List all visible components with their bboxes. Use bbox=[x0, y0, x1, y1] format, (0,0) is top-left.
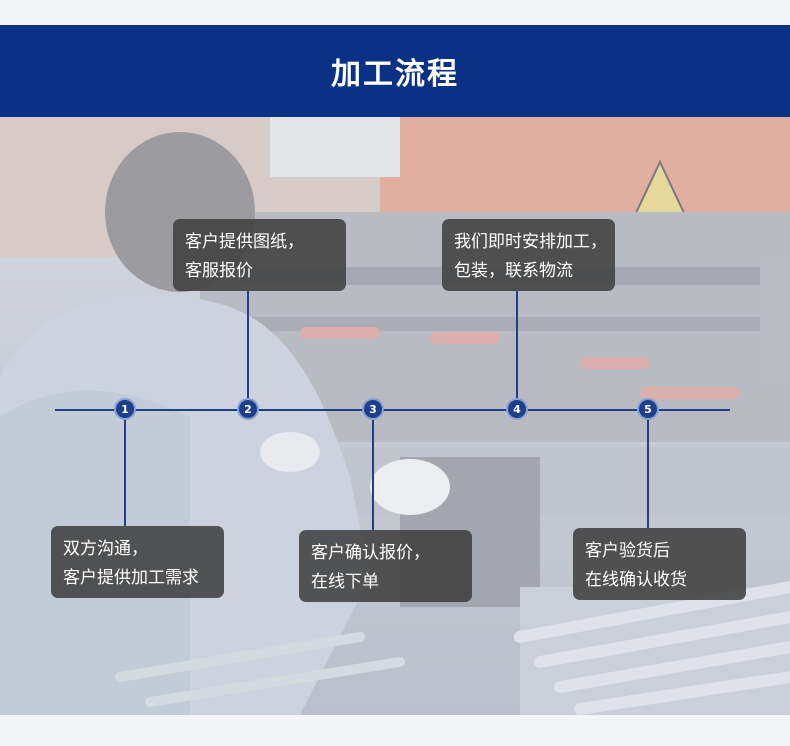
step-box-4: 我们即时安排加工， 包装，联系物流 bbox=[442, 219, 615, 291]
title-banner: 加工流程 bbox=[0, 25, 790, 117]
step-4-line1: 我们即时安排加工， bbox=[454, 232, 607, 252]
step-box-1: 双方沟通， 客户提供加工需求 bbox=[51, 526, 224, 598]
step-box-3: 客户确认报价， 在线下单 bbox=[299, 530, 472, 602]
step-node-5: 5 bbox=[637, 398, 659, 420]
background-photo: ! bbox=[0, 117, 790, 715]
step-box-5: 客户验货后 在线确认收货 bbox=[573, 528, 746, 600]
step-5-line1: 客户验货后 bbox=[585, 541, 670, 561]
bottom-strip bbox=[0, 715, 790, 746]
step-box-2: 客户提供图纸， 客服报价 bbox=[173, 219, 346, 291]
step-node-1: 1 bbox=[114, 398, 136, 420]
step-node-3: 3 bbox=[362, 398, 384, 420]
step-2-line1: 客户提供图纸， bbox=[185, 232, 304, 252]
factory-illustration: ! bbox=[0, 117, 790, 715]
step-2-line2: 客服报价 bbox=[185, 261, 253, 281]
step-node-4: 4 bbox=[506, 398, 528, 420]
step-4-line2: 包装，联系物流 bbox=[454, 261, 573, 281]
step-1-line2: 客户提供加工需求 bbox=[63, 568, 199, 588]
connector-4 bbox=[516, 291, 518, 409]
connector-2 bbox=[247, 291, 249, 409]
step-3-line2: 在线下单 bbox=[311, 572, 379, 592]
step-3-line1: 客户确认报价， bbox=[311, 543, 430, 563]
timeline-line bbox=[55, 409, 730, 411]
connector-5 bbox=[647, 418, 649, 528]
step-5-line2: 在线确认收货 bbox=[585, 570, 687, 590]
step-1-line1: 双方沟通， bbox=[63, 539, 148, 559]
connector-3 bbox=[372, 418, 374, 530]
step-node-2: 2 bbox=[237, 398, 259, 420]
connector-1 bbox=[124, 418, 126, 526]
page-title: 加工流程 bbox=[331, 57, 459, 92]
